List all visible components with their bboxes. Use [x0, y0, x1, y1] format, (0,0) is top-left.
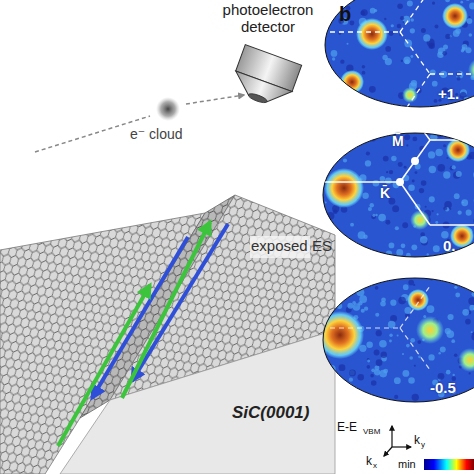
- map-outline: [323, 133, 474, 257]
- bz-boundary: [320, 181, 400, 183]
- axis-label: k: [366, 455, 372, 468]
- axis-arrow: [392, 446, 411, 447]
- bz-boundary: [400, 32, 430, 74]
- axis-subscript: y: [421, 441, 425, 450]
- colorbar-label: min: [398, 458, 416, 470]
- detector-label: photoelectron detector: [200, 2, 336, 35]
- momentum-map: [323, 0, 474, 107]
- bz-boundary: [330, 31, 400, 32]
- bz-boundary: [430, 139, 474, 141]
- axis-subscript: x: [373, 462, 377, 471]
- cloud-label: e⁻ cloud: [130, 127, 183, 142]
- symmetry-point-label: K̄: [380, 186, 390, 201]
- bz-boundary: [400, 182, 430, 225]
- bz-boundary: [405, 74, 430, 110]
- axis-subscript: VBM: [363, 428, 380, 437]
- map-outline: [325, 0, 474, 107]
- axis-arrow: [391, 426, 392, 447]
- axis-label: k: [414, 434, 420, 447]
- bz-boundary: [430, 224, 474, 226]
- high-symmetry-point: [396, 178, 404, 186]
- momentum-map: [316, 276, 474, 402]
- bz-boundary: [400, 140, 430, 182]
- photoelectron-path: [186, 95, 244, 104]
- energy-label: -0.5: [430, 380, 456, 397]
- bz-boundary: [430, 73, 474, 74]
- axis-label: E-E: [337, 421, 357, 434]
- momentum-map: [321, 131, 474, 259]
- sic-front-face: [60, 330, 335, 474]
- bz-boundary: [400, 0, 430, 32]
- photoelectron-detector: [229, 45, 302, 112]
- edge-state-arrow: [92, 237, 188, 398]
- energy-label: +1.: [438, 86, 459, 103]
- edge-state-arrow: [58, 285, 150, 446]
- colorbar: [424, 459, 474, 470]
- bz-boundary: [415, 120, 430, 140]
- panel-letter: b: [339, 3, 351, 25]
- electron-cloud: [156, 97, 180, 121]
- arpes-maps: [316, 0, 474, 402]
- energy-label: 0.: [443, 238, 456, 255]
- map-outline: [323, 278, 474, 402]
- substrate-label: SiC(0001): [232, 404, 309, 423]
- symmetry-point-label: M̄: [392, 134, 404, 149]
- axis-arrow: [384, 447, 392, 456]
- high-symmetry-point: [411, 157, 419, 165]
- edge-label: exposed ES: [251, 238, 332, 255]
